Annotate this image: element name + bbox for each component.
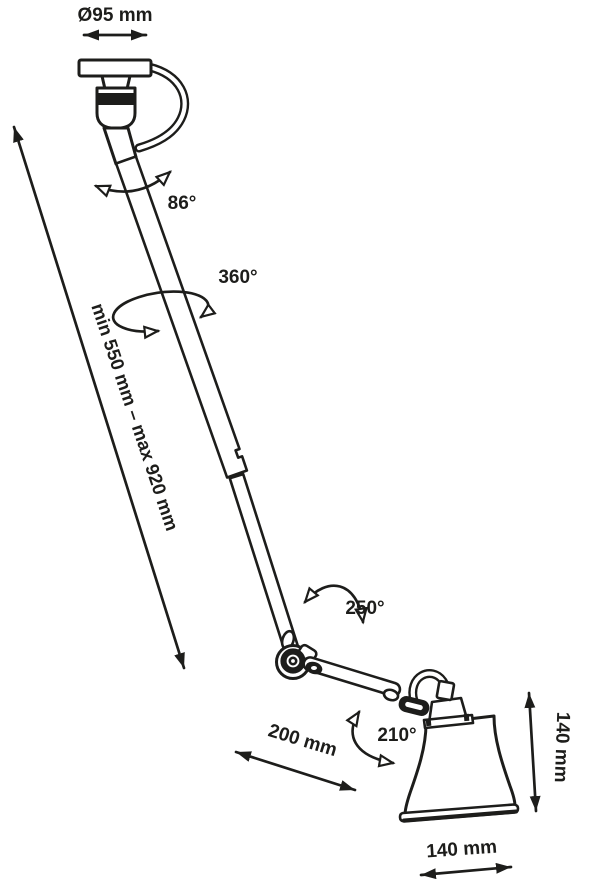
ceiling-cable: [134, 62, 190, 153]
dim-shade-width: 140 mm: [419, 837, 513, 880]
elbow-rotation-label: 250°: [345, 598, 384, 619]
barrel-band: [97, 93, 135, 105]
shade-rim-edge: [402, 809, 518, 823]
head-rotation-arc: [353, 712, 393, 763]
elbow-ring: [280, 648, 306, 674]
shade-height-arrow: [524, 691, 541, 813]
link-eye-elbow-center: [311, 666, 317, 670]
forearm-link: [302, 656, 402, 698]
dim-head-rotation: 210°: [353, 712, 417, 763]
flange-tick-right: [463, 713, 470, 722]
canopy-diameter-label: Ø95 mm: [78, 5, 153, 26]
elbow-hub: [288, 656, 298, 666]
shade-width-label: 140 mm: [426, 837, 498, 863]
canopy-rotation-label: 86°: [168, 193, 197, 214]
stem-rotation-label: 360°: [218, 267, 257, 288]
elbow-rotation-arc: [305, 584, 363, 622]
shade-bell: [403, 714, 517, 817]
dim-canopy-diameter: Ø95 mm: [78, 5, 153, 41]
socket-flange: [422, 713, 475, 730]
flange-tick-left: [425, 718, 432, 727]
ceiling-plate: [77, 58, 153, 78]
shade-height-label: 140 mm: [550, 711, 573, 782]
dim-shade-height: 140 mm: [524, 691, 573, 813]
head-rotation-label: 210°: [377, 725, 416, 746]
dim-arm-length: 200 mm: [234, 720, 357, 792]
dim-elbow-rotation: 250°: [305, 584, 385, 622]
arm-length-label: 200 mm: [266, 720, 340, 761]
link-eye-head: [382, 688, 400, 702]
head-pivot-slot: [405, 701, 423, 711]
shade-width-arrow: [419, 862, 513, 880]
dim-height-range: min 550 mm – max 920 mm: [12, 125, 186, 670]
height-range-arrow: [12, 125, 186, 670]
height-range-label: min 550 mm – max 920 mm: [87, 300, 183, 533]
arm-length-arrow: [234, 750, 357, 792]
cable-connector: [435, 679, 456, 702]
